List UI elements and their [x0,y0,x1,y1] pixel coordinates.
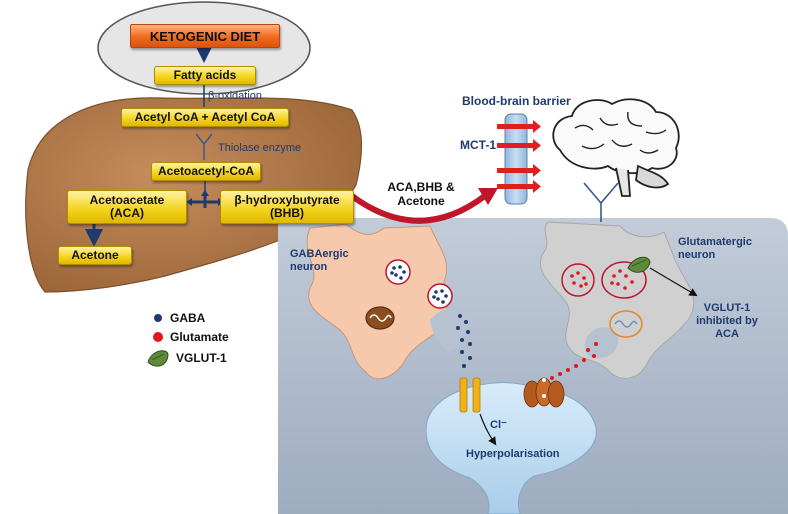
bbb-membrane [504,113,528,205]
vglut-leaf-icon [147,350,169,367]
legend-glutamate-label: Glutamate [170,330,229,344]
aca-label: (ACA) [110,206,144,220]
synaptic-cleft-glu [584,327,619,359]
glutamate-vesicle [561,263,595,297]
vglut-note-line1: VGLUT-1 [703,302,751,314]
ketones-line1: ACA,BHB & [387,180,455,194]
vglut-leaf-icon [627,256,651,273]
glutamatergic-neuron [539,221,695,379]
gabaergic-neuron [306,223,448,380]
mct-transporters [497,120,541,193]
glu-neuron-line2: neuron [678,249,716,261]
released-glutamate [550,342,598,380]
bhb-abbr-label: (BHB) [270,206,304,220]
gaba-neuron-line2: neuron [290,261,328,273]
mct-label: MCT-1 [460,138,496,152]
transport-arrowhead-icon [478,188,498,205]
chloride-arrow [479,413,497,446]
vglut-inhibition-label: VGLUT-1 inhibited by ACA [690,302,764,341]
glu-neuron-label: Glutamatergic neuron [678,236,752,262]
mitochondrion-icon [609,310,643,338]
gaba-neuron-line1: GABAergic [290,248,349,260]
glutamate-receptor-icon [523,377,565,408]
gaba-dot-icon [154,314,162,322]
glu-neuron-line1: Glutamatergic [678,236,752,248]
ketones-transport-label: ACA,BHB & Acetone [384,180,458,208]
vglut-pointer-arrow [649,267,698,297]
acetyl-coa-label: Acetyl CoA + Acetyl CoA [134,110,276,124]
beta-oxidation-label: β-oxidation [208,90,263,102]
transport-arrow [350,192,488,224]
gaba-vesicle [385,259,411,285]
acetoacetyl-coa-label: Acetoacetyl-CoA [157,164,255,178]
mitochondrion-icon [365,306,395,330]
acetoacetate-box: Acetoacetate (ACA) [67,190,187,224]
ketones-line2: Acetone [397,194,445,208]
legend-gaba-label: GABA [170,311,206,325]
bhb-box: β-hydroxybutyrate (BHB) [220,190,354,224]
legend-vglut-label: VGLUT-1 [176,351,227,365]
bbb-label: Blood-brain barrier [462,94,571,108]
chloride-label: Cl⁻ [490,419,507,431]
acetone-label: Acetone [71,248,119,262]
thiolase-label: Thiolase enzyme [218,142,302,154]
acetoacetyl-coa-box: Acetoacetyl-CoA [151,162,261,181]
glutamate-dot-icon [153,332,163,342]
acetoacetate-label: Acetoacetate [89,193,165,207]
glutamate-vesicle [601,261,647,299]
released-gaba [456,314,472,368]
hyperpolarisation-label: Hyperpolarisation [466,448,560,460]
brain-merge-icon [583,182,619,222]
diet-title-box: KETOGENIC DIET [130,24,280,48]
gaba-vesicle [427,283,453,309]
diet-title: KETOGENIC DIET [149,28,261,44]
vglut-note-line3: ACA [715,328,739,340]
thiolase-merge-icon [195,133,213,160]
synaptic-cleft-gaba [430,306,469,352]
vglut-note-line2: inhibited by [696,315,758,327]
gaba-receptor-icon [459,377,481,413]
fatty-acids-label: Fatty acids [173,68,237,82]
acetyl-coa-box: Acetyl CoA + Acetyl CoA [121,108,289,127]
postsynaptic-neuron [425,382,597,514]
branch-arrow-icon [192,196,218,208]
gaba-neuron-label: GABAergic neuron [290,248,349,274]
brain-icon [552,98,680,197]
fatty-acids-box: Fatty acids [154,66,256,85]
bhb-label: β-hydroxybutyrate [234,193,340,207]
acetone-box: Acetone [58,246,132,265]
